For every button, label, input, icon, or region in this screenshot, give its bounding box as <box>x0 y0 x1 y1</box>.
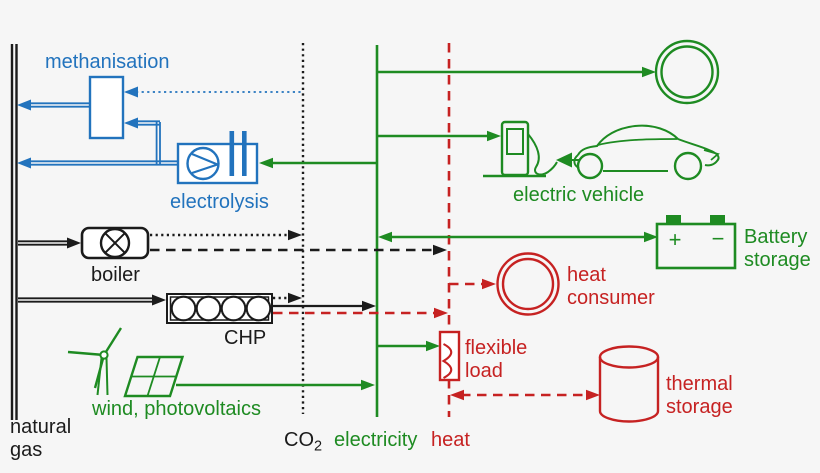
arrow-chp-heat <box>434 307 448 319</box>
arrow-into-electrolysis <box>259 157 273 169</box>
flow-co2-to-methanisation <box>124 86 301 98</box>
flow-heat-to-consumer <box>449 278 496 290</box>
flow-boiler-to-co2 <box>150 229 302 241</box>
thermal-storage-label-line2: storage <box>666 396 733 418</box>
flexible-load-symbol <box>438 330 461 382</box>
battery-storage-label-line1: Battery <box>744 226 807 248</box>
chp-label: CHP <box>224 327 266 349</box>
arrow-into-gas-bus-2 <box>17 157 31 169</box>
electric-vehicle-label: electric vehicle <box>513 184 644 206</box>
battery-storage-label-line2: storage <box>744 249 811 271</box>
flow-gas-to-chp <box>18 294 166 306</box>
photovoltaic-panel-icon <box>123 355 185 398</box>
arrow-into-gas-bus-1 <box>17 99 31 111</box>
arrow-windpv-electricity <box>361 379 375 391</box>
flow-electricity-to-electrolysis <box>259 157 377 169</box>
wind-pv-label: wind, photovoltaics <box>91 398 261 420</box>
co2-subscript: 2 <box>314 439 322 455</box>
flow-electricity-battery <box>378 231 658 243</box>
heat-consumer-label-line1: heat <box>567 264 606 286</box>
electricity-consumer-icon <box>654 39 720 105</box>
arrow-into-ev-station <box>487 130 501 142</box>
co2-bus-label: CO2 <box>284 429 322 455</box>
arrow-battery-to-bus <box>378 231 392 243</box>
electricity-bus-label: electricity <box>334 429 417 451</box>
arrow-into-electricity-consumer <box>642 66 656 78</box>
heat-consumer-label-line2: consumer <box>567 287 655 309</box>
natural-gas-bus-label-line1: natural <box>10 416 71 438</box>
methanisation-box <box>88 75 125 140</box>
boiler-label: boiler <box>91 264 140 286</box>
flow-electricity-to-flexible-load <box>377 340 440 352</box>
electrolysis-label: electrolysis <box>170 191 269 213</box>
battery-minus-sign: − <box>712 226 725 251</box>
electrolysis-compressor-icon <box>186 146 220 181</box>
wind-turbine-icon <box>67 327 123 396</box>
flexible-load-label-line1: flexible <box>465 337 527 359</box>
flow-electricity-to-ev <box>377 130 501 142</box>
flow-electrolysis-to-methanisation <box>124 117 161 165</box>
methanisation-label: methanisation <box>45 51 170 73</box>
flow-chp-to-co2 <box>273 292 302 304</box>
natural-gas-bus-label-line2: gas <box>10 439 42 461</box>
arrow-chp-co2 <box>288 292 302 304</box>
arrow-into-heat-consumer <box>482 278 496 290</box>
battery-storage-symbol: + − <box>655 215 737 270</box>
battery-terminal-plus <box>666 215 681 225</box>
arrow-into-flexible-load <box>426 340 440 352</box>
arrow-into-methanisation-co2 <box>124 86 138 98</box>
battery-terminal-minus <box>710 215 725 225</box>
flow-windpv-to-electricity <box>176 379 375 391</box>
arrow-chp-electricity <box>362 300 376 312</box>
flow-electrolysis-to-gas <box>17 157 178 169</box>
chp-symbol <box>166 293 273 324</box>
arrow-bus-to-thermal <box>586 389 600 401</box>
arrow-bus-to-battery <box>644 231 658 243</box>
flow-boiler-to-heat <box>150 244 447 256</box>
arrow-boiler-heat <box>433 244 447 256</box>
thermal-storage-label-line1: thermal <box>666 373 733 395</box>
charging-plug-icon <box>556 152 572 168</box>
flow-electricity-to-consumer <box>377 66 656 78</box>
electrode-bar-1 <box>229 131 235 176</box>
arrow-into-boiler <box>67 237 81 249</box>
flow-chp-to-heat <box>273 307 448 319</box>
flexible-load-label-line2: load <box>465 360 503 382</box>
arrow-into-methanisation-h2 <box>124 117 138 129</box>
battery-plus-sign: + <box>669 227 682 252</box>
boiler-symbol <box>80 226 150 260</box>
arrow-boiler-co2 <box>288 229 302 241</box>
arrow-thermal-to-bus <box>450 389 464 401</box>
heat-bus-label: heat <box>431 429 470 451</box>
electrode-bar-2 <box>242 131 247 176</box>
heat-consumer-icon <box>496 252 560 316</box>
flow-gas-to-boiler <box>18 237 81 249</box>
electric-car-icon <box>573 124 720 181</box>
ev-charging-station-icon <box>483 120 579 178</box>
flow-heat-thermal-storage <box>450 389 600 401</box>
electrolysis-symbol <box>176 131 259 185</box>
thermal-storage-icon <box>598 345 660 423</box>
flow-chp-to-electricity <box>273 300 376 312</box>
flow-methanisation-to-gas <box>17 99 90 111</box>
arrow-into-chp <box>152 294 166 306</box>
natural-gas-bus <box>10 44 18 420</box>
